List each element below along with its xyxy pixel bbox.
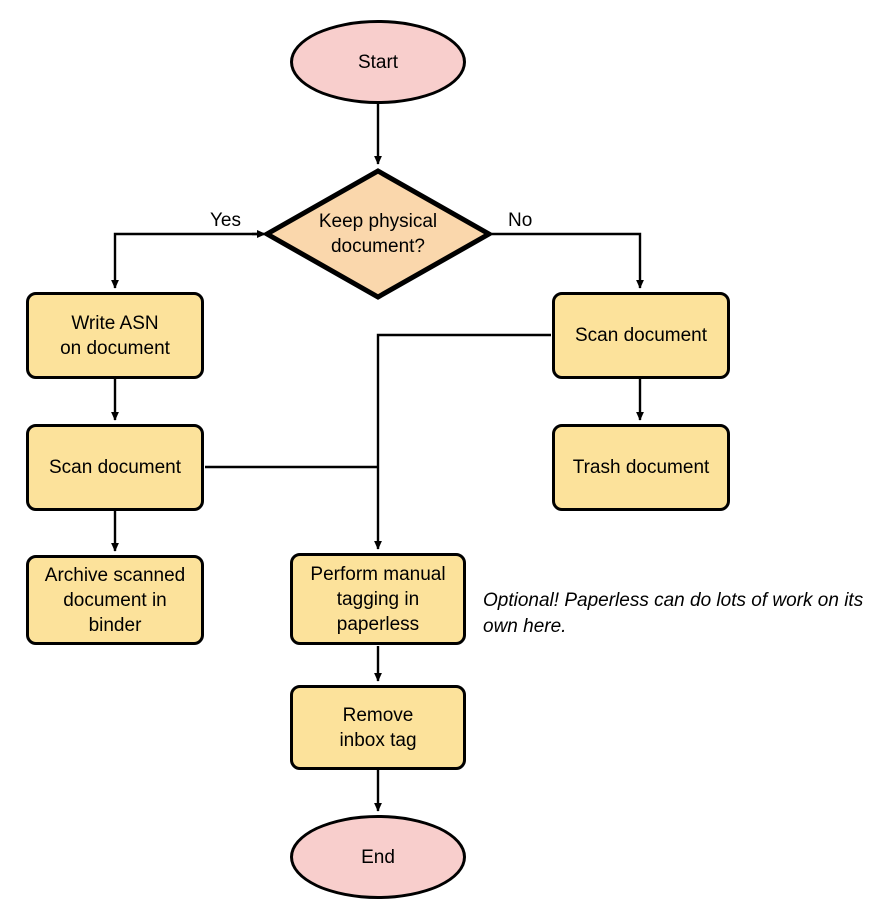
- node-remove-inbox-line2: inbox tag: [339, 729, 417, 751]
- node-manual-tagging-line2: tagging in: [336, 588, 420, 610]
- node-scan-document-left[interactable]: Scan document: [26, 424, 204, 511]
- edge-label-yes: Yes: [210, 210, 241, 231]
- node-write-asn-line1: Write ASN: [71, 312, 159, 334]
- node-trash-document-label: Trash document: [572, 457, 710, 478]
- node-write-asn-label: Write ASN on document: [54, 311, 176, 361]
- annotation-note-line1: Optional! Paperless can do lots of work …: [483, 590, 839, 611]
- node-scan-document-left-label: Scan document: [48, 457, 182, 478]
- node-write-asn-on-document[interactable]: Write ASN on document: [26, 292, 204, 379]
- node-remove-inbox-line1: Remove: [342, 704, 414, 726]
- annotation-optional-note: Optional! Paperless can do lots of work …: [483, 588, 883, 640]
- node-archive-line1: Archive scanned: [44, 564, 186, 586]
- node-archive-label: Archive scanned document in binder: [39, 563, 191, 638]
- node-archive-line3: binder: [88, 614, 142, 636]
- node-decision-keep-physical-document[interactable]: Keep physical document?: [264, 168, 492, 300]
- annotation-note-line2: its own here.: [483, 590, 864, 637]
- edge-decision-no-to-scan-right: [492, 232, 644, 289]
- node-scan-document-right[interactable]: Scan document: [552, 292, 730, 379]
- edge-scan-right-to-manual-tagging: [374, 333, 551, 550]
- node-start[interactable]: Start: [290, 20, 466, 104]
- edge-label-no: No: [508, 210, 533, 231]
- node-perform-manual-tagging[interactable]: Perform manual tagging in paperless: [290, 553, 466, 645]
- node-trash-document[interactable]: Trash document: [552, 424, 730, 511]
- node-remove-inbox-label: Remove inbox tag: [333, 703, 422, 753]
- node-decision-label: Keep physical document?: [313, 209, 443, 259]
- node-archive-scanned-document[interactable]: Archive scanned document in binder: [26, 555, 204, 645]
- node-decision-line1: Keep physical: [318, 211, 438, 232]
- node-scan-document-right-label: Scan document: [574, 325, 708, 346]
- edge-decision-yes-to-write-asn: [111, 232, 264, 289]
- node-end[interactable]: End: [290, 815, 466, 899]
- node-archive-line2: document in: [63, 589, 167, 611]
- node-start-label: Start: [357, 51, 399, 73]
- diamond-shape: [264, 168, 492, 300]
- node-manual-tagging-label: Perform manual tagging in paperless: [304, 562, 451, 637]
- node-manual-tagging-line3: paperless: [336, 613, 420, 635]
- node-manual-tagging-line1: Perform manual: [310, 563, 446, 585]
- node-decision-line2: document?: [330, 236, 425, 257]
- node-write-asn-line2: on document: [60, 337, 170, 359]
- node-remove-inbox-tag[interactable]: Remove inbox tag: [290, 685, 466, 770]
- node-end-label: End: [361, 846, 395, 868]
